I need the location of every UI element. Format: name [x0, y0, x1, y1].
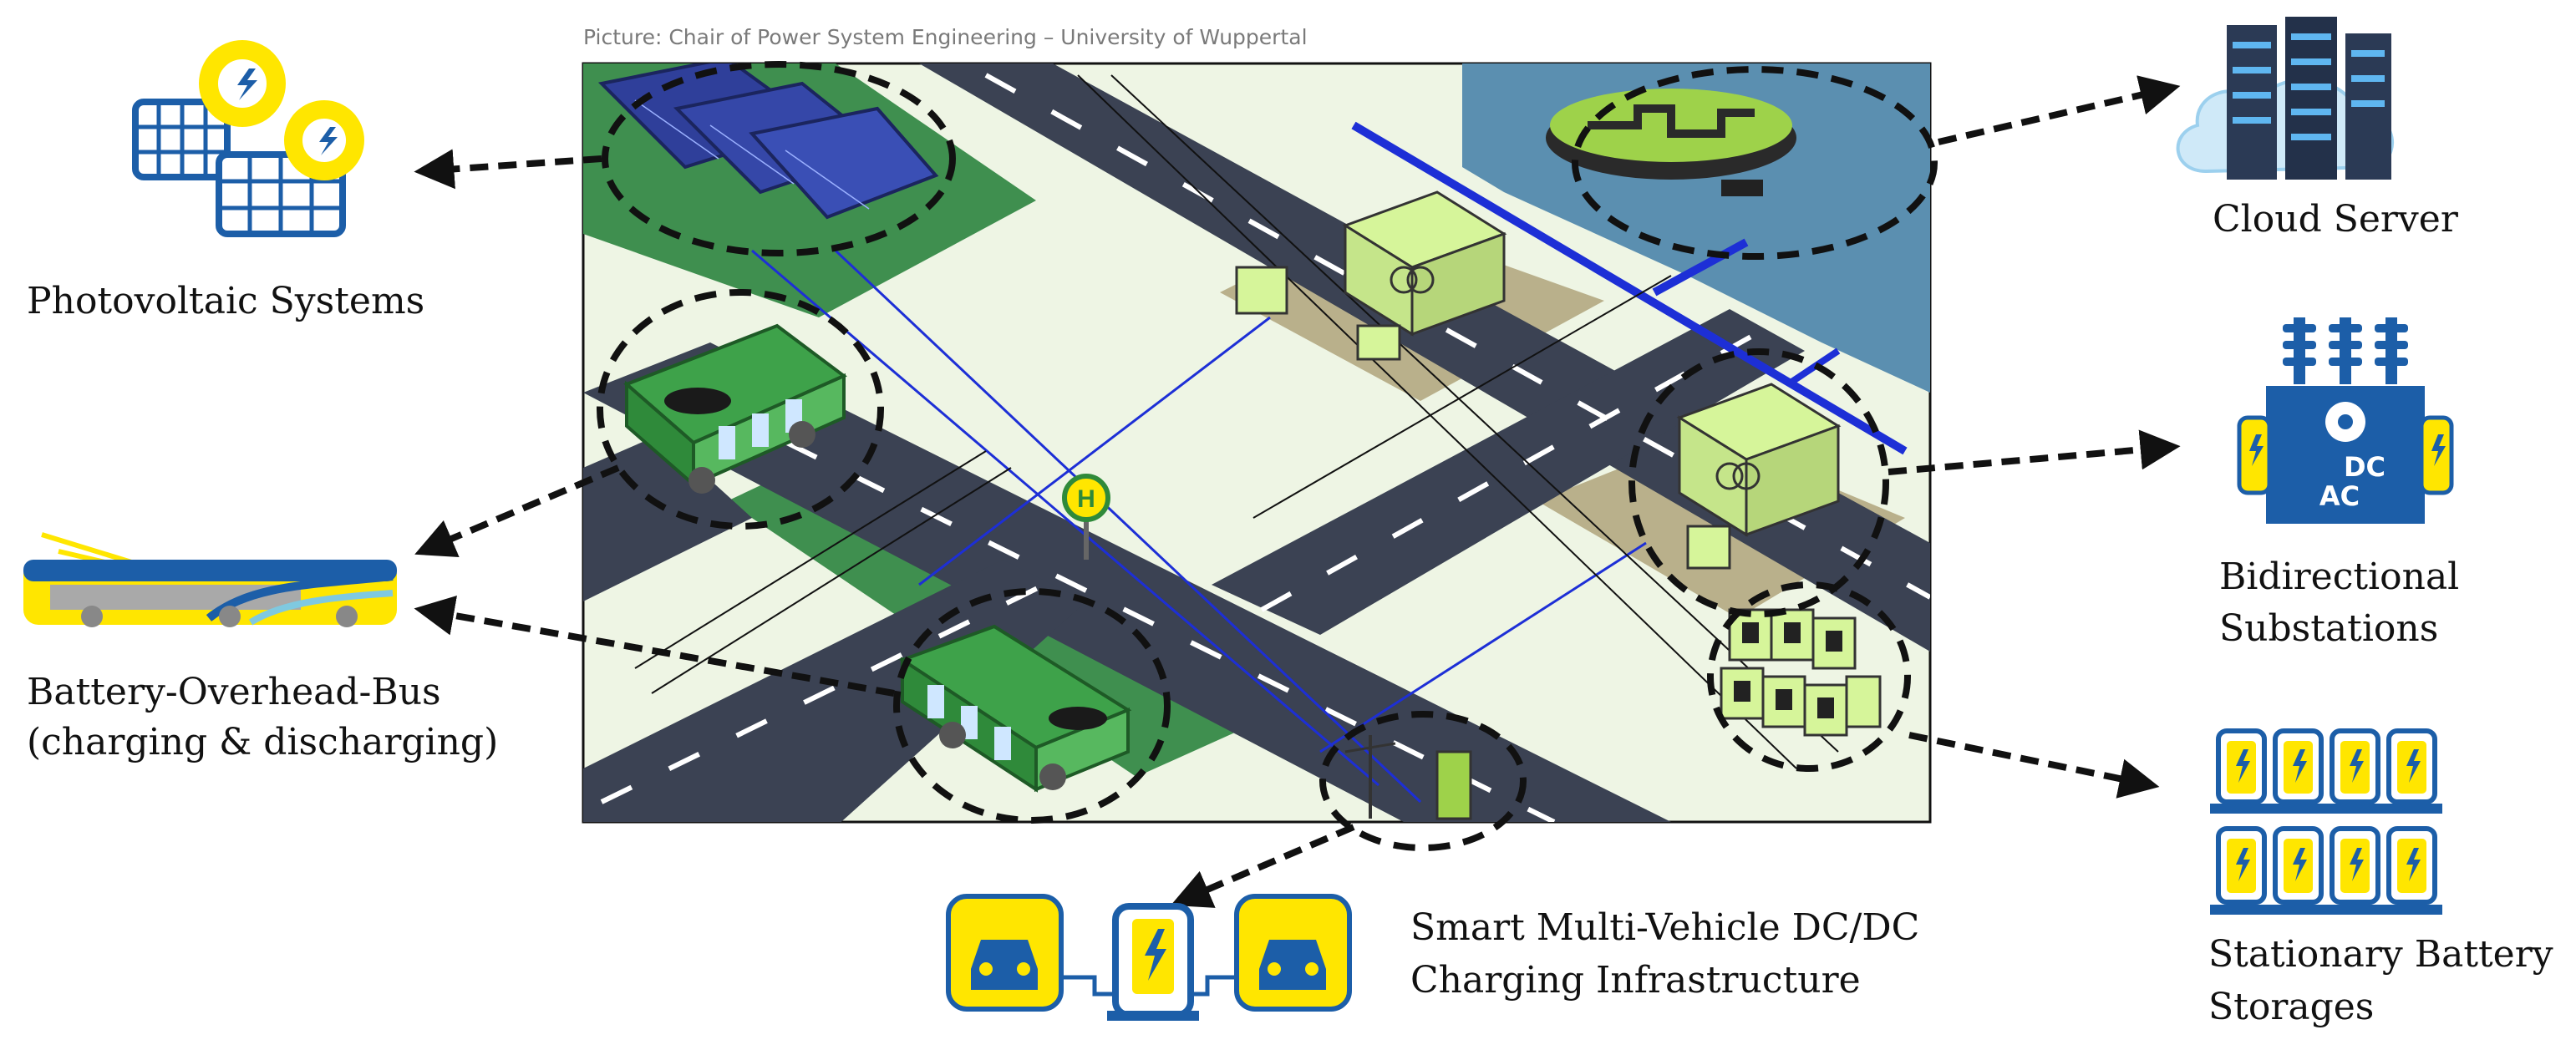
- charging-station: [1344, 735, 1472, 820]
- label-bidirectional: Bidirectional: [2219, 555, 2460, 598]
- arrow-substation: [1888, 429, 2181, 475]
- stationary-battery-storage-icon: [2210, 728, 2442, 915]
- bus-stop-sign: H: [1062, 474, 1110, 560]
- cloud-callout-ellipse: [1572, 66, 1938, 260]
- cloud-server-icon: [2176, 17, 2394, 180]
- bus-bottom-callout-ellipse: [893, 588, 1171, 824]
- arrow-cloud: [1938, 75, 2181, 145]
- substation-1: [1235, 190, 1507, 361]
- charging-callout-ellipse: [1319, 711, 1527, 851]
- label-substations: Substations: [2219, 607, 2439, 650]
- pv-panel-array: [597, 63, 939, 220]
- bus-bottom: [898, 624, 1132, 793]
- charging-infrastructure-icon: [946, 894, 1352, 1021]
- city-map-illustration: H: [582, 62, 1932, 824]
- substation-icon-ac-label: AC: [2319, 480, 2360, 512]
- bidirectional-substation-icon: DC AC: [2237, 317, 2454, 524]
- label-photovoltaic-systems: Photovoltaic Systems: [27, 280, 425, 322]
- image-credit-caption: Picture: Chair of Power System Engineeri…: [583, 25, 1308, 49]
- label-smart-multi-vehicle: Smart Multi-Vehicle DC/DC: [1410, 906, 1920, 949]
- arrow-storage: [1908, 732, 2160, 799]
- label-cloud-server: Cloud Server: [2213, 198, 2458, 241]
- label-storages: Storages: [2208, 986, 2375, 1028]
- substation-2: [1676, 383, 1842, 570]
- arrow-bus-top: [414, 464, 620, 558]
- label-charging-discharging: (charging & discharging): [27, 721, 499, 763]
- substation-callout-ellipse: [1628, 348, 1889, 617]
- arrow-bus-bottom: [414, 596, 895, 697]
- arrow-charging: [1171, 824, 1355, 908]
- pv-callout-ellipse: [602, 61, 956, 256]
- callout-ellipses: [597, 61, 1938, 851]
- label-battery-overhead-bus: Battery-Overhead-Bus: [27, 671, 441, 713]
- callout-arrows: [414, 75, 2181, 908]
- arrow-pv: [414, 149, 602, 190]
- label-stationary-battery: Stationary Battery: [2208, 933, 2553, 976]
- bus-top: [623, 323, 847, 494]
- bus-top-callout-ellipse: [597, 289, 884, 530]
- bus-stop-letter: H: [1077, 485, 1095, 513]
- trolley-bus-icon: [23, 532, 397, 627]
- photovoltaic-icon: [132, 40, 364, 237]
- substation-icon-dc-label: DC: [2344, 451, 2385, 483]
- label-charging-infrastructure: Charging Infrastructure: [1410, 959, 1861, 1002]
- storage-callout-ellipse: [1707, 581, 1911, 772]
- road-diagonal-upper: [919, 63, 1930, 652]
